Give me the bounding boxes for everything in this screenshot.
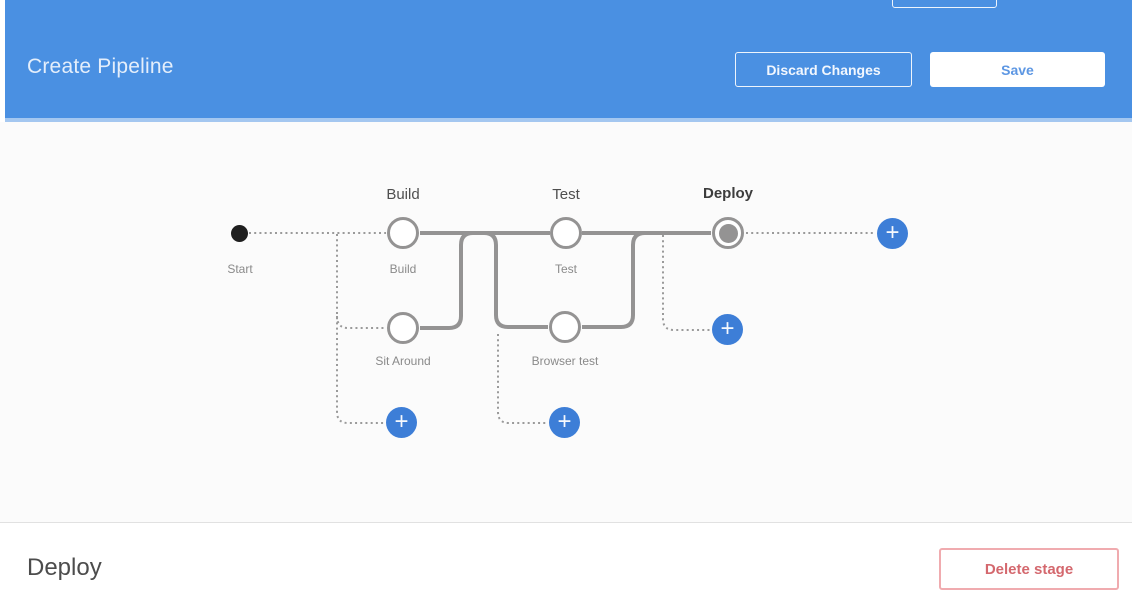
discard-changes-button[interactable]: Discard Changes — [735, 52, 912, 87]
stage-title-deploy: Deploy — [702, 185, 754, 202]
plus-icon: + — [885, 218, 900, 246]
stage-sublabel-browser-test: Browser test — [531, 354, 599, 368]
stage-title-test: Test — [552, 186, 580, 203]
save-button[interactable]: Save — [930, 52, 1105, 87]
start-node-label: Start — [227, 262, 253, 276]
partial-button-top[interactable] — [892, 0, 997, 8]
connector-deploy-branch-vertical — [662, 235, 710, 331]
add-parallel-test-button[interactable]: + — [549, 407, 580, 438]
connector-sit-around-join — [420, 231, 474, 330]
connector-test-branch-vertical — [497, 334, 547, 424]
stage-sublabel-test: Test — [554, 262, 578, 276]
plus-icon: + — [394, 407, 409, 435]
add-stage-after-deploy-button[interactable]: + — [877, 218, 908, 249]
plus-icon: + — [557, 407, 572, 435]
stage-node-build[interactable] — [387, 217, 419, 249]
connector-browser-test-split — [483, 231, 548, 329]
pipeline-connectors — [249, 231, 875, 424]
stage-title-build: Build — [386, 186, 420, 203]
stage-node-browser-test[interactable] — [549, 311, 581, 343]
connector-into-sit-around — [336, 315, 385, 329]
stage-panel-title: Deploy — [27, 554, 102, 581]
selected-stage-dot — [718, 223, 738, 243]
delete-stage-button[interactable]: Delete stage — [939, 548, 1119, 590]
stage-panel: Deploy Delete stage — [0, 523, 1132, 610]
header-actions: Discard Changes Save — [735, 52, 1105, 87]
add-parallel-deploy-button[interactable]: + — [712, 314, 743, 345]
pipeline-canvas: + + + + Build Test Deploy Start Build Te… — [0, 122, 1132, 523]
add-parallel-build-button[interactable]: + — [386, 407, 417, 438]
stage-node-sit-around[interactable] — [387, 312, 419, 344]
stage-node-deploy-selected[interactable] — [712, 217, 744, 249]
stage-node-test[interactable] — [550, 217, 582, 249]
connector-build-branch-vertical — [336, 234, 384, 424]
start-node — [231, 225, 248, 242]
plus-icon: + — [720, 314, 735, 342]
header-bar: Create Pipeline Discard Changes Save — [5, 0, 1132, 122]
connector-browser-test-join — [582, 231, 646, 329]
stage-sublabel-sit-around: Sit Around — [375, 354, 431, 368]
stage-sublabel-build: Build — [389, 262, 417, 276]
page-title: Create Pipeline — [27, 55, 174, 78]
